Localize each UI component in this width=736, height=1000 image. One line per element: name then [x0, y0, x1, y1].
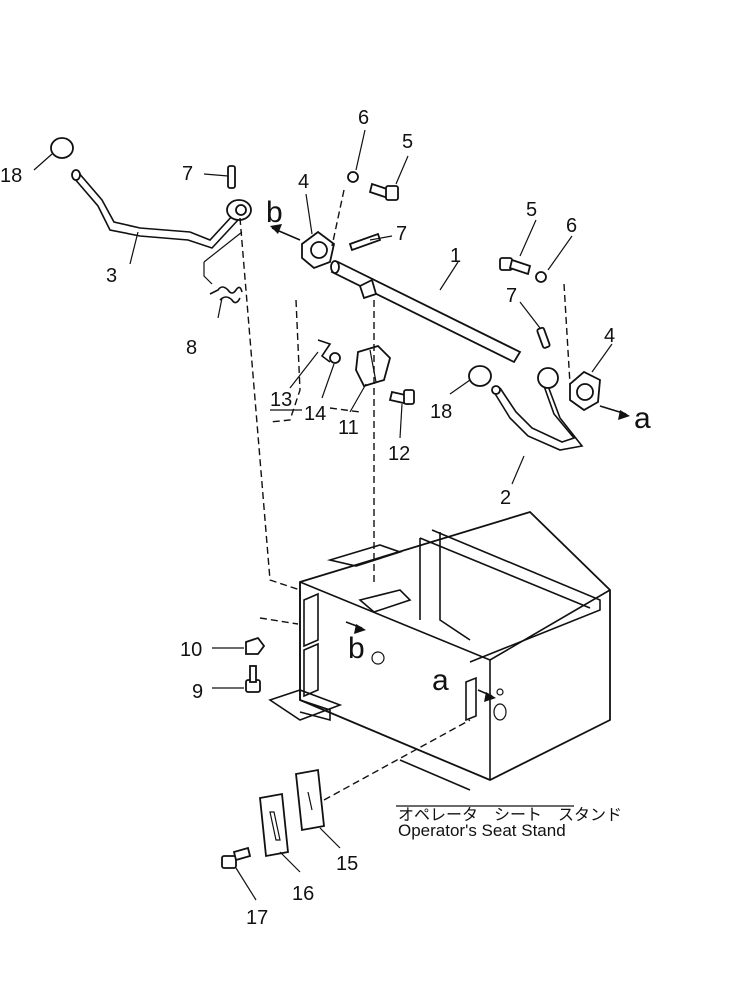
leader-lines	[33, 129, 613, 901]
callout-6-top: 6	[358, 107, 369, 129]
caption-english: Operator's Seat Stand	[398, 821, 566, 840]
pin-7-right	[536, 326, 551, 349]
bolt-17	[221, 846, 252, 869]
callout-15: 15	[336, 853, 358, 875]
callout-10: 10	[180, 639, 202, 661]
washer-14	[329, 352, 341, 364]
nut-10	[245, 636, 266, 655]
callout-7-right: 7	[506, 285, 517, 307]
ref-a-right: a	[634, 402, 651, 435]
bolt-9	[245, 665, 261, 693]
ref-b-top: b	[266, 196, 283, 229]
assembly-lines	[239, 189, 571, 801]
arrow-b-stand	[345, 621, 366, 634]
callout-7-middle: 7	[396, 223, 407, 245]
lever-2	[491, 367, 584, 451]
callout-2: 2	[500, 487, 511, 509]
pin-7-left	[227, 165, 236, 189]
lever-3	[71, 169, 252, 249]
bracket-4-left	[301, 230, 336, 270]
bolt-12	[388, 389, 415, 406]
callout-17: 17	[246, 907, 268, 929]
callout-9: 9	[192, 681, 203, 703]
callout-16: 16	[292, 883, 314, 905]
callout-18-left: 18	[0, 165, 22, 187]
ref-b-stand: b	[348, 632, 365, 665]
knob-18-right	[468, 365, 492, 387]
callout-14: 14	[304, 403, 326, 425]
caption: オペレータ シート スタンド Operator's Seat Stand	[396, 805, 622, 840]
callout-11: 11	[338, 417, 359, 439]
callout-7-left: 7	[182, 163, 193, 185]
ref-a-stand: a	[432, 664, 449, 697]
arrow-a-right	[599, 405, 630, 420]
arrow-b-top	[270, 224, 301, 241]
knob-18-left	[50, 137, 74, 159]
arrow-a-stand	[477, 689, 496, 702]
shaft-1	[330, 260, 522, 364]
bolt-5-top	[368, 182, 399, 201]
callout-6-right: 6	[566, 215, 577, 237]
reference-letters: b a b a	[266, 196, 651, 697]
callout-13: 13	[270, 389, 292, 411]
callout-4-left: 4	[298, 171, 309, 193]
spring-8	[203, 231, 243, 304]
washer-6-right	[535, 271, 547, 283]
callout-5-right: 5	[526, 199, 537, 221]
callout-18-right: 18	[430, 401, 452, 423]
callout-12: 12	[388, 443, 410, 465]
bolt-5-right	[499, 257, 532, 276]
bracket-4-right	[569, 370, 601, 412]
washer-6-top	[347, 171, 359, 183]
clip-13	[317, 339, 332, 363]
seat-stand	[268, 510, 611, 791]
callout-labels: 18 3 7 4 6 5 7 1 8 5 6 7 4 13 14 11 18 1…	[0, 107, 615, 929]
plate-15	[295, 768, 325, 832]
callout-5-top: 5	[402, 131, 413, 153]
bracket-11	[355, 344, 392, 388]
callout-4-right: 4	[604, 325, 615, 347]
callout-1: 1	[450, 245, 461, 267]
callout-3: 3	[106, 265, 117, 287]
callout-8: 8	[186, 337, 197, 359]
pin-7-middle	[348, 232, 382, 252]
caption-japanese: オペレータ シート スタンド	[398, 806, 622, 824]
plate-16	[259, 792, 289, 858]
